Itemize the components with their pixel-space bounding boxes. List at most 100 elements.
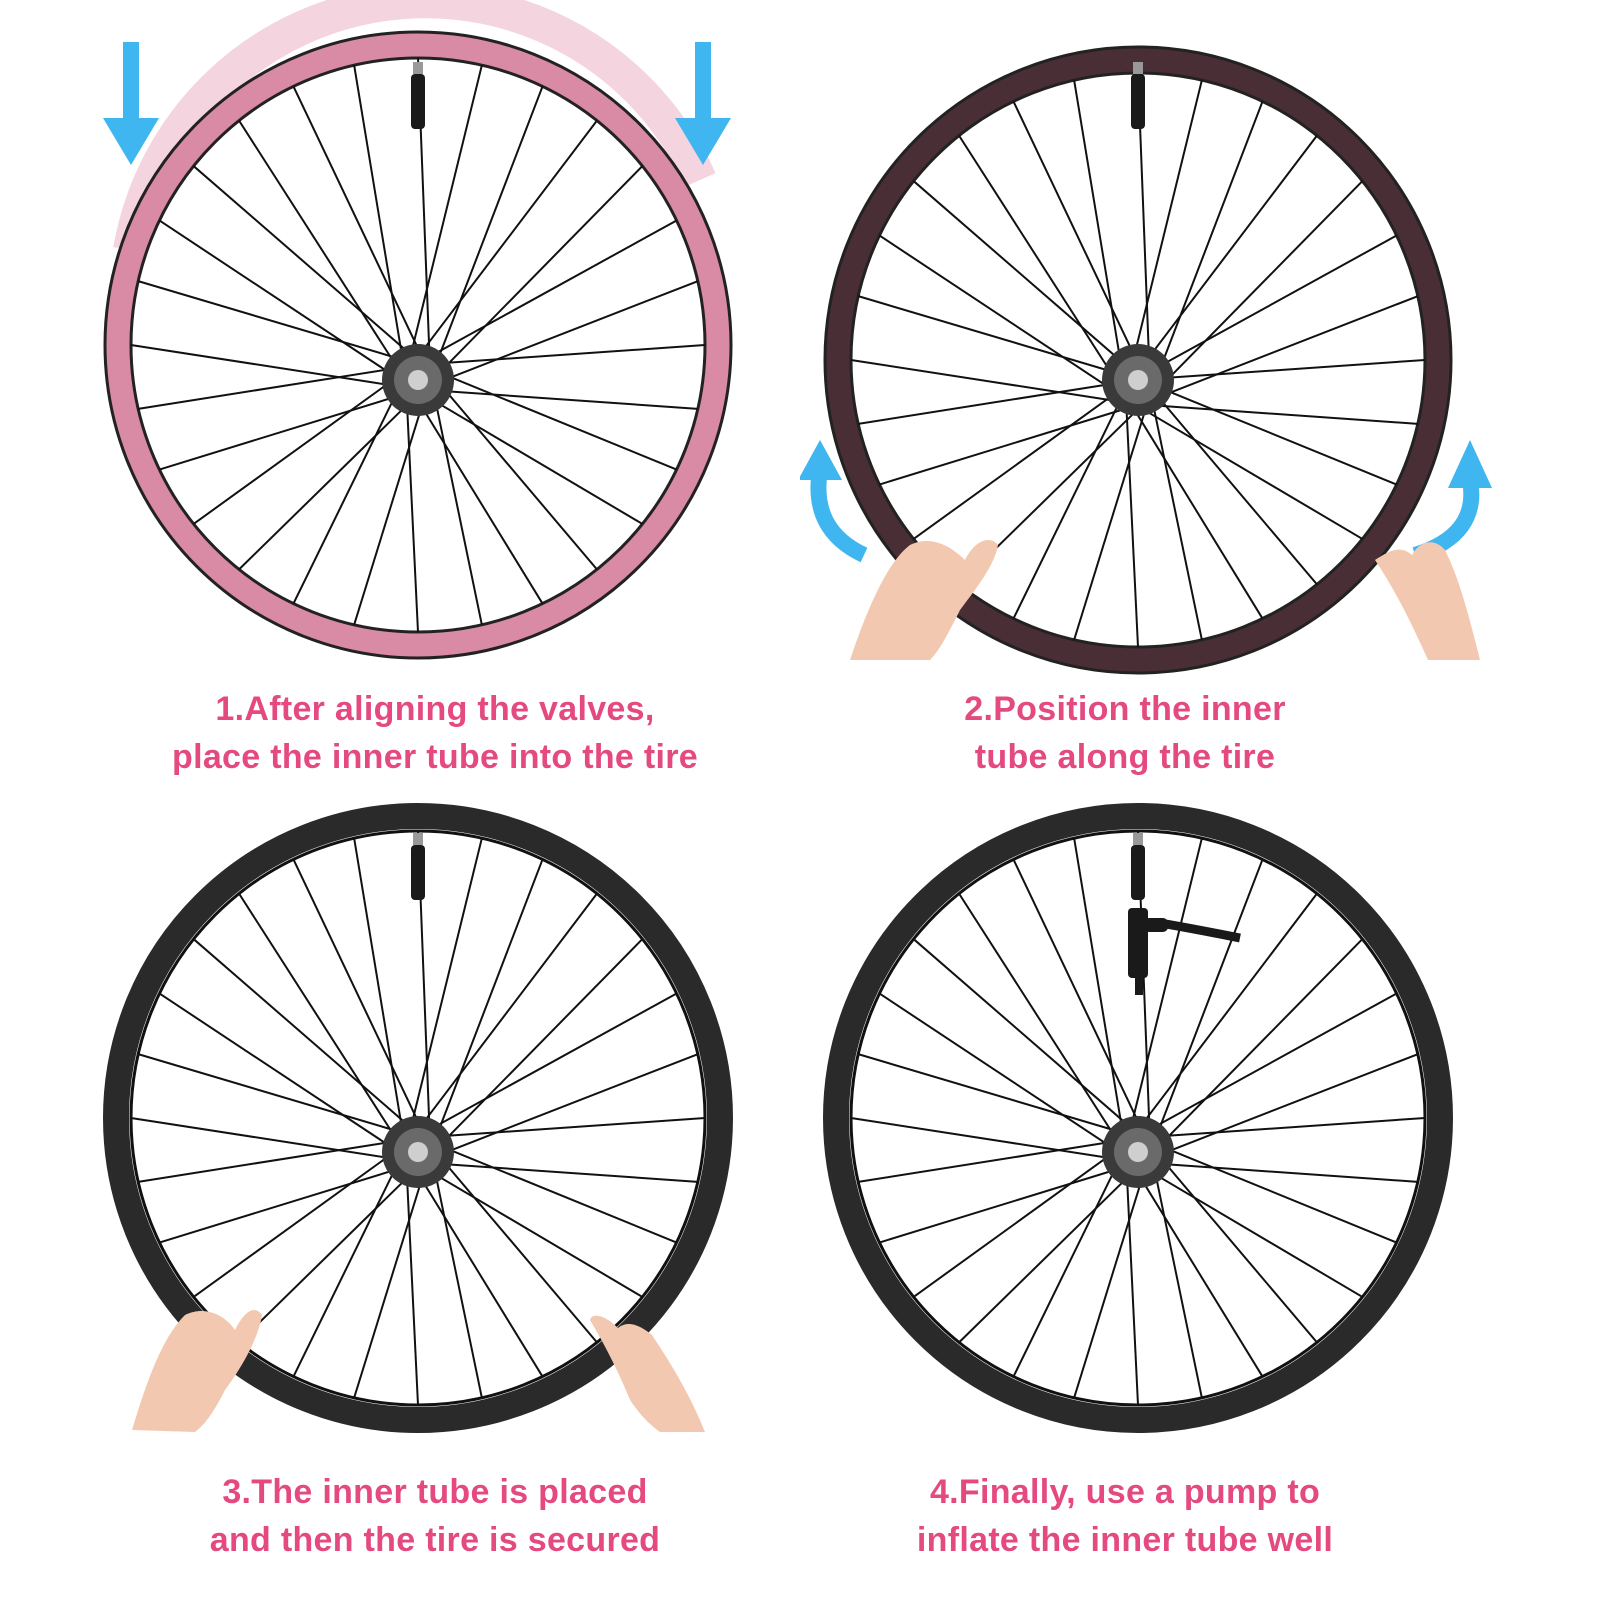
spoke xyxy=(138,1139,398,1183)
spoke xyxy=(436,344,706,365)
spoke xyxy=(1155,859,1264,1137)
valve-icon xyxy=(1131,833,1145,900)
spoke xyxy=(439,1144,677,1244)
rim-outer-edge xyxy=(823,45,1453,675)
spoke xyxy=(438,1053,699,1156)
spoke xyxy=(424,1167,643,1298)
step-3-caption: 3.The inner tube is placed and then the … xyxy=(35,1468,835,1564)
hand-icon-left xyxy=(850,540,998,660)
spoke xyxy=(238,396,416,571)
pump-head-icon xyxy=(1128,908,1241,995)
spokes xyxy=(850,72,1426,648)
tire-ring xyxy=(823,803,1453,1433)
spoke xyxy=(429,219,678,358)
spoke xyxy=(858,381,1118,425)
spoke xyxy=(292,858,422,1127)
inner-tube-ring xyxy=(826,48,1450,672)
spoke xyxy=(409,64,483,355)
spoke xyxy=(433,389,698,410)
spoke xyxy=(433,1162,698,1183)
spoke xyxy=(857,1053,1123,1134)
spoke xyxy=(137,280,403,361)
spoke xyxy=(193,376,397,525)
spoke xyxy=(238,120,399,369)
hub xyxy=(382,344,454,416)
hub xyxy=(1102,1116,1174,1188)
spoke xyxy=(1125,408,1139,648)
step-1-caption: 1.After aligning the valves, place the i… xyxy=(35,685,835,781)
spoke xyxy=(912,938,1132,1129)
spoke xyxy=(130,1117,400,1161)
spoke xyxy=(437,1154,598,1344)
spoke xyxy=(1153,404,1418,425)
step-2-line-1: 2.Position the inner xyxy=(964,690,1286,728)
step-3-wheel-illustration xyxy=(103,803,733,1433)
spoke xyxy=(158,219,397,379)
spoke xyxy=(405,393,419,633)
inner-tube-ring xyxy=(106,33,730,657)
spoke xyxy=(414,396,544,605)
spoke xyxy=(1159,938,1364,1146)
spoke xyxy=(913,1149,1117,1298)
spoke xyxy=(192,165,412,356)
spoke xyxy=(439,938,644,1146)
spoke xyxy=(1153,1162,1418,1183)
spoke xyxy=(292,85,422,354)
spokes xyxy=(130,830,706,1406)
spoke xyxy=(878,992,1117,1152)
spoke xyxy=(1156,1117,1426,1138)
spoke xyxy=(424,394,643,525)
rim-outer-edge xyxy=(103,30,733,660)
curved-up-arrow-head-left xyxy=(800,440,842,480)
step-4-panel: 4.Finally, use a pump to inflate the inn… xyxy=(800,800,1600,1600)
step-4-line-2: inflate the inner tube well xyxy=(916,1521,1334,1559)
spoke xyxy=(193,1149,397,1298)
spoke xyxy=(238,893,399,1142)
spoke xyxy=(1125,1166,1139,1406)
spoke xyxy=(958,893,1119,1142)
spoke xyxy=(414,1169,544,1378)
spoke xyxy=(1139,893,1318,1127)
down-arrow-icon-left xyxy=(103,42,159,165)
spoke xyxy=(1012,858,1142,1127)
spoke xyxy=(1139,135,1318,369)
spoke xyxy=(1073,410,1146,641)
spoke xyxy=(1073,838,1124,1133)
spoke xyxy=(1129,837,1203,1128)
spoke xyxy=(1159,180,1364,388)
spoke xyxy=(435,859,544,1137)
spoke xyxy=(405,1166,419,1406)
step-2-panel: 2.Position the inner tube along the tire xyxy=(800,0,1600,800)
spoke xyxy=(1012,401,1121,620)
step-3-line-1: 3.The inner tube is placed xyxy=(222,1473,648,1511)
spoke xyxy=(1158,295,1419,398)
spoke xyxy=(439,371,677,471)
spoke xyxy=(912,180,1132,371)
spoke xyxy=(432,390,483,626)
step-1-line-2: place the inner tube into the tire xyxy=(172,738,698,776)
step-1-wheel-illustration xyxy=(103,0,733,660)
valve-icon xyxy=(411,62,425,129)
pump-hose xyxy=(1165,919,1241,943)
spokes xyxy=(130,57,706,633)
spoke xyxy=(879,1165,1127,1244)
spoke xyxy=(1073,1168,1146,1399)
curved-up-arrow-icon-left xyxy=(810,468,868,563)
spoke xyxy=(1157,1154,1318,1344)
spoke xyxy=(1156,359,1426,380)
step-3-panel: 3.The inner tube is placed and then the … xyxy=(0,800,800,1600)
spoke xyxy=(159,1165,407,1244)
spoke xyxy=(409,837,483,1128)
tire-ring xyxy=(103,803,733,1433)
spoke xyxy=(1144,1167,1363,1298)
down-arrow-icon-right xyxy=(675,42,731,165)
spoke xyxy=(913,391,1117,540)
spoke xyxy=(958,1169,1136,1344)
spoke xyxy=(1149,992,1398,1131)
step-2-wheel-illustration xyxy=(800,45,1492,675)
spoke xyxy=(158,992,397,1152)
spoke xyxy=(879,407,1127,486)
spoke xyxy=(1152,405,1203,641)
valve-icon xyxy=(1131,62,1145,129)
spoke xyxy=(292,386,401,605)
